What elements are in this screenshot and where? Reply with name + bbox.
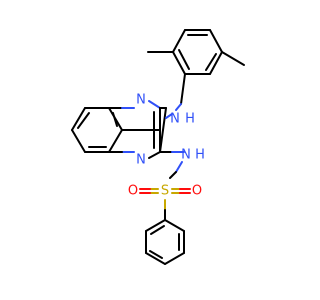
dimethylphenyl-ring [172, 29, 223, 75]
atom-label-h-amine: H [185, 112, 195, 127]
phenyl-ring [145, 219, 185, 265]
atom-label-oxygen-right: O [192, 184, 202, 199]
atom-label-n-ring-top: N [136, 93, 146, 108]
svg-text:N: N [136, 93, 146, 108]
atom-label-h-sulfonamide: H [195, 148, 205, 163]
svg-text:N: N [181, 148, 191, 163]
atom-label-sulfur: S [161, 184, 169, 199]
svg-text:N: N [170, 112, 180, 127]
molecule-canvas: N H N N N H S O O [71, 29, 245, 265]
svg-text:S: S [161, 184, 169, 199]
svg-text:H: H [195, 148, 205, 163]
atom-label-n-sulfonamide: N [181, 148, 191, 163]
svg-text:O: O [128, 184, 138, 199]
atom-label-n-ring-bottom: N [136, 153, 146, 168]
atom-label-n-amine: N [170, 112, 180, 127]
quinoxaline-core [71, 100, 167, 159]
svg-text:O: O [192, 184, 202, 199]
svg-text:N: N [136, 153, 146, 168]
atom-label-oxygen-left: O [128, 184, 138, 199]
methyl-right-bond [221, 51, 245, 66]
structure-diagram: N H N N N H S O O [71, 29, 245, 265]
svg-text:H: H [185, 112, 195, 127]
